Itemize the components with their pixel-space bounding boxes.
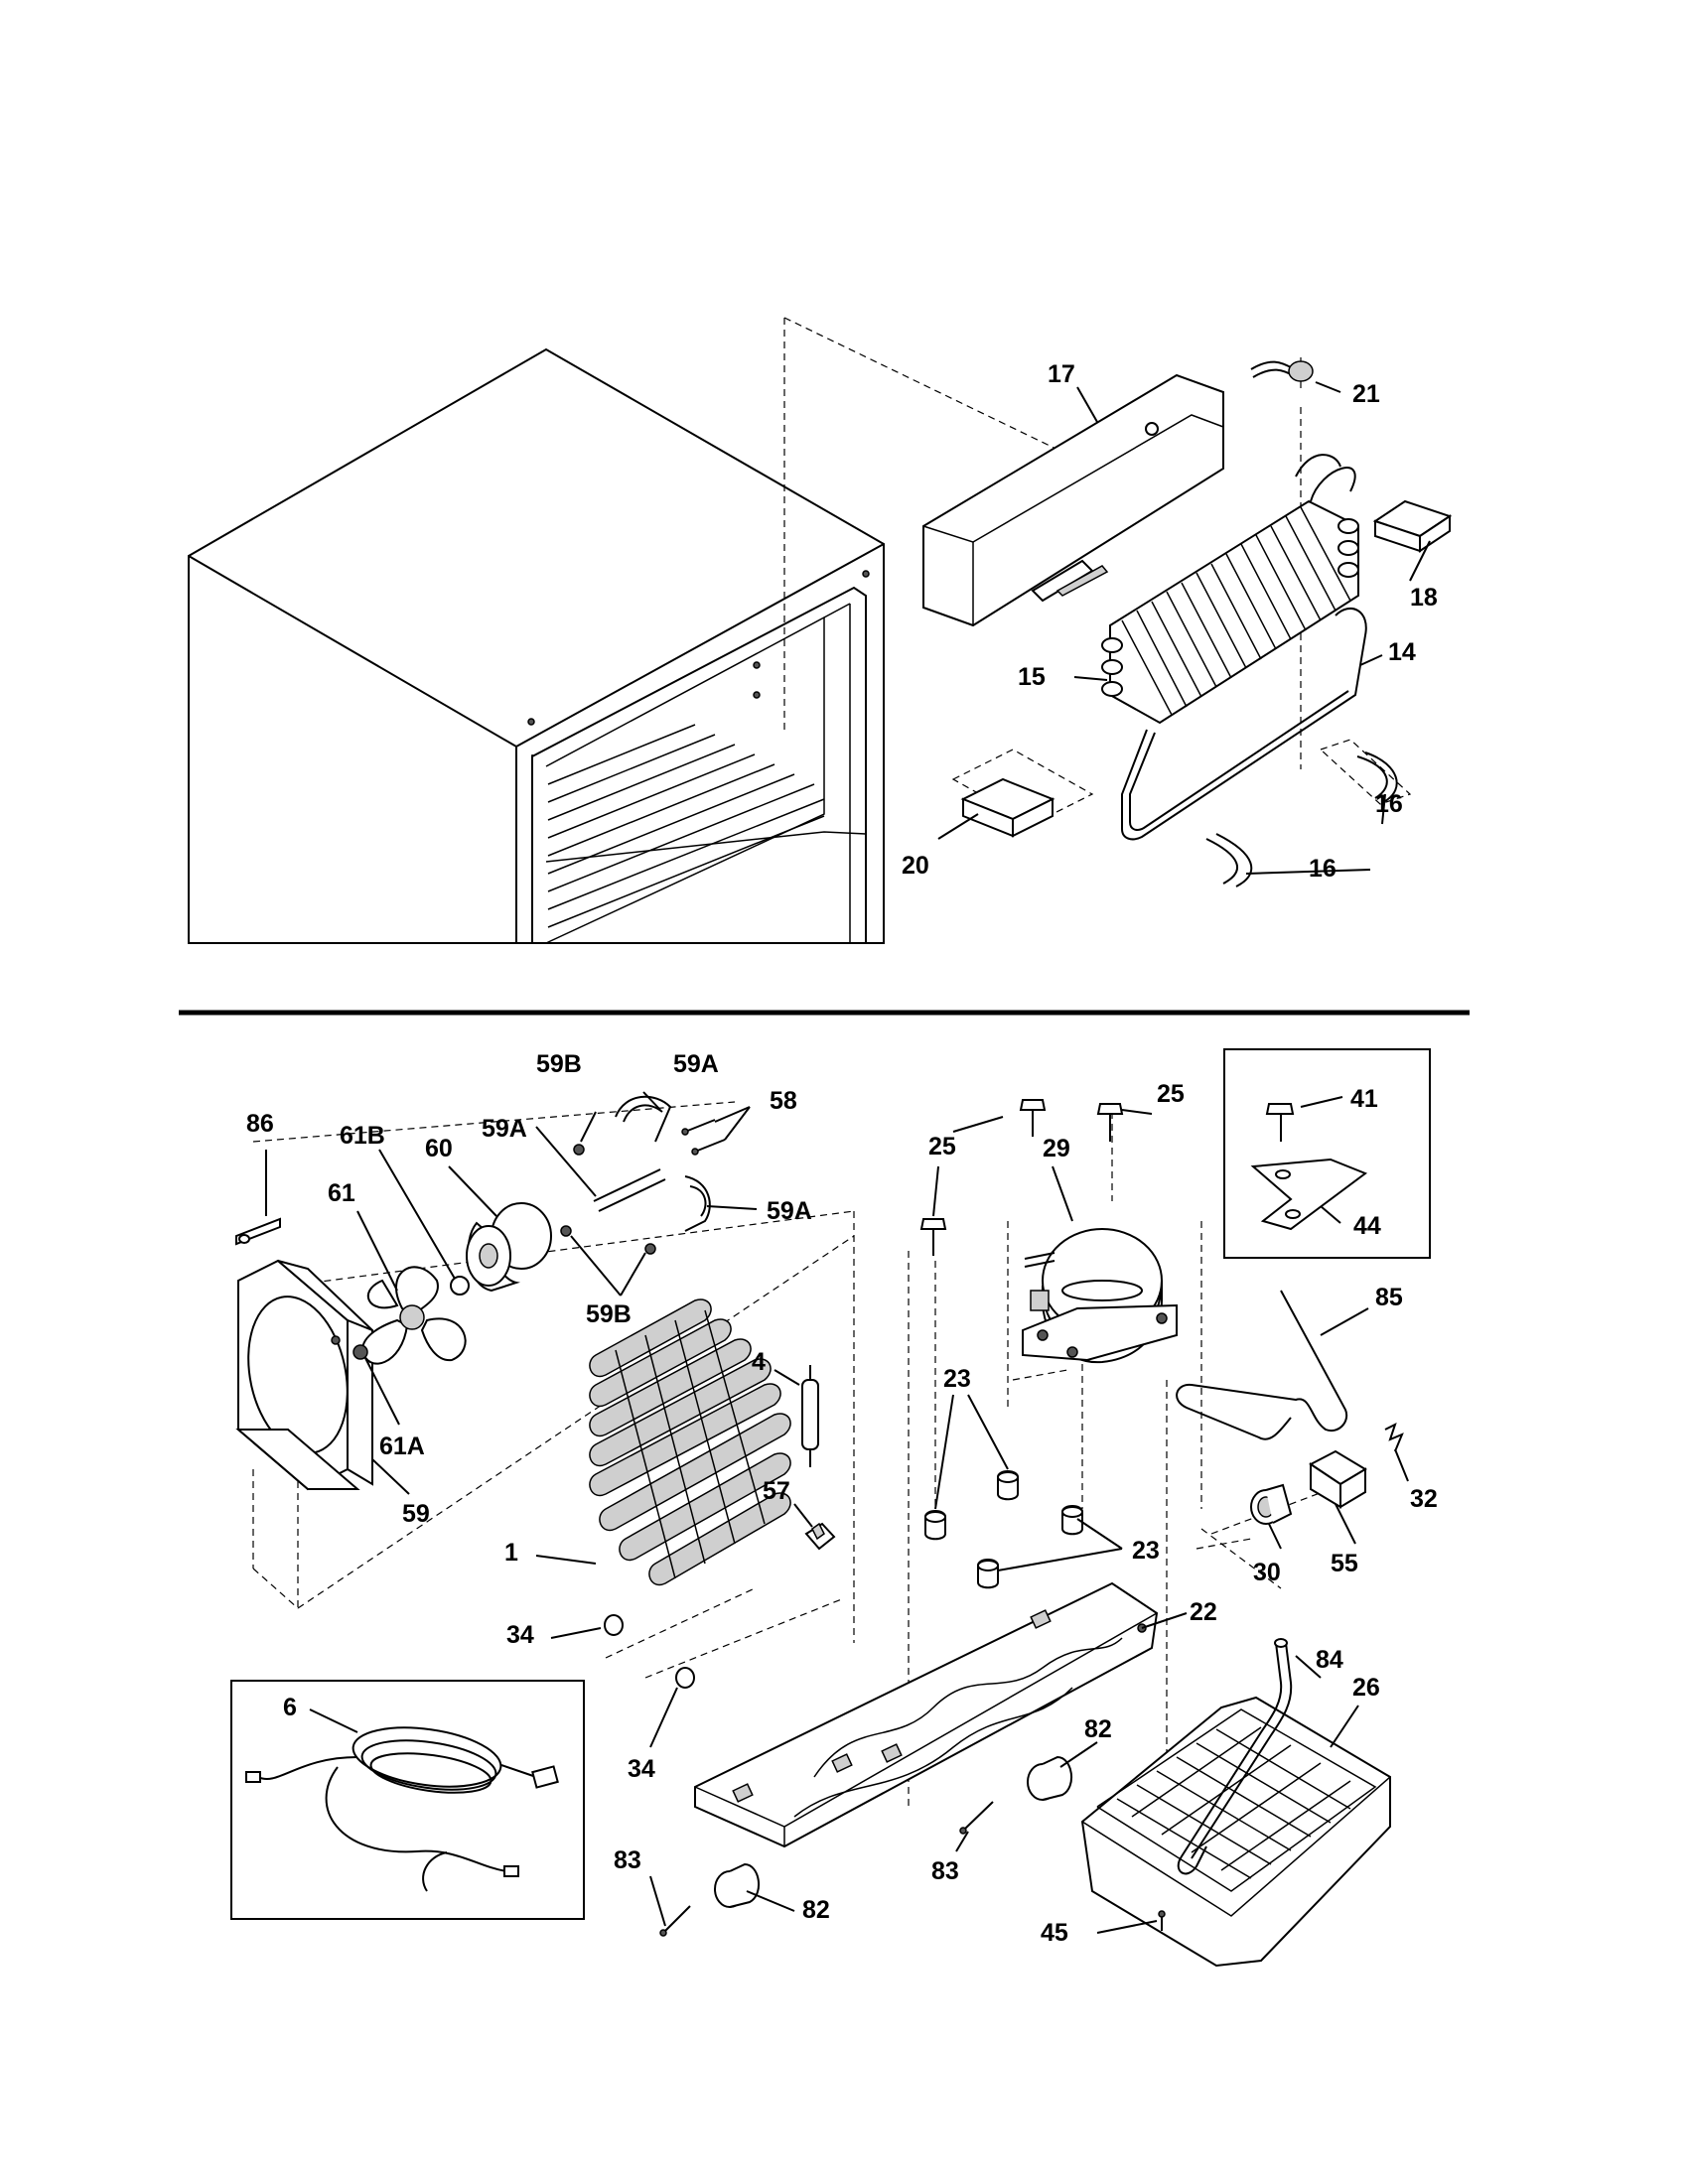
callout-14: 14 — [1388, 638, 1416, 666]
condenser-fan-shroud — [235, 1259, 373, 1491]
bracket-screws — [681, 1119, 726, 1156]
callout-59a-lower: 59A — [767, 1197, 812, 1225]
callout-26: 26 — [1352, 1674, 1380, 1702]
condenser-fan-blade — [360, 1266, 467, 1365]
compressor-grommets — [924, 1470, 1083, 1589]
compressor — [1022, 1228, 1178, 1364]
callout-59b-lower: 59B — [586, 1300, 632, 1328]
fan-washer — [450, 1276, 470, 1296]
callout-83-right: 83 — [931, 1857, 959, 1885]
drain-pan-grid — [1116, 1726, 1351, 1879]
callout-25-right: 25 — [1157, 1080, 1185, 1108]
defrost-thermostat — [1250, 360, 1314, 382]
relay-clip — [1384, 1423, 1404, 1452]
callout-59: 59 — [402, 1500, 430, 1528]
callout-16-lower: 16 — [1309, 855, 1336, 883]
inset-power-cord-box — [230, 1680, 585, 1920]
drain-tube — [1176, 1290, 1348, 1440]
start-relay — [1309, 1449, 1367, 1509]
callout-23-lower: 23 — [1132, 1537, 1160, 1565]
callout-82-right: 82 — [1084, 1715, 1112, 1743]
callout-34-left: 34 — [506, 1621, 534, 1649]
cabinet-shelf-ribs — [547, 724, 825, 928]
callout-61b: 61B — [340, 1122, 385, 1150]
fan-bracket-clip — [235, 1217, 281, 1246]
callout-6: 6 — [283, 1694, 297, 1721]
machine-compartment-base — [694, 1581, 1159, 1848]
callout-61a: 61A — [379, 1433, 425, 1460]
condenser-grommets — [604, 1614, 695, 1689]
bottom-alignment-lines — [252, 1101, 1332, 1906]
inset-bracket-box — [1223, 1048, 1431, 1259]
callout-55: 55 — [1331, 1550, 1358, 1577]
evaporator-coil — [1101, 454, 1359, 725]
callout-58: 58 — [770, 1087, 797, 1115]
callout-18: 18 — [1410, 584, 1438, 612]
feet-screws — [659, 1801, 994, 1937]
callout-23-upper: 23 — [943, 1365, 971, 1393]
callout-41: 41 — [1350, 1085, 1378, 1113]
defrost-heater — [1121, 607, 1367, 841]
tubing-clip — [804, 1522, 836, 1551]
callout-45: 45 — [1041, 1919, 1068, 1947]
motor-brackets — [593, 1095, 711, 1232]
callout-59a-middle: 59A — [482, 1115, 527, 1143]
callout-22: 22 — [1190, 1598, 1217, 1626]
overload-protector — [1250, 1483, 1293, 1525]
callout-57: 57 — [763, 1477, 790, 1505]
mounting-bolts — [919, 1099, 1124, 1256]
callout-34-right: 34 — [628, 1755, 655, 1783]
callout-85: 85 — [1375, 1284, 1403, 1311]
callout-60: 60 — [425, 1135, 453, 1162]
part-callouts: 17 21 18 15 14 20 16 16 59B 59A 58 86 61… — [246, 360, 1438, 1947]
callout-4: 4 — [752, 1348, 766, 1376]
callout-44: 44 — [1353, 1212, 1381, 1240]
evaporator-cover — [922, 373, 1224, 627]
callout-15: 15 — [1018, 663, 1046, 691]
drain-pan — [1080, 1696, 1391, 1968]
callout-21: 21 — [1352, 380, 1380, 408]
callout-17: 17 — [1048, 360, 1075, 388]
bracket-bolt — [1265, 1103, 1295, 1142]
callout-30: 30 — [1253, 1559, 1281, 1586]
callout-29: 29 — [1043, 1135, 1070, 1162]
evaporator-tube-bends — [1101, 518, 1359, 697]
callout-25-left: 25 — [928, 1133, 956, 1160]
callout-32: 32 — [1410, 1485, 1438, 1513]
bottom-leader-lines — [265, 1091, 1409, 1934]
drain-pan-tube — [1177, 1638, 1293, 1875]
condenser-fan-motor — [466, 1202, 552, 1293]
callout-59b-upper: 59B — [536, 1050, 582, 1078]
condenser-coil — [589, 1298, 791, 1586]
callout-16-upper: 16 — [1375, 790, 1403, 818]
drain-pad — [960, 777, 1055, 838]
top-leader-lines — [937, 381, 1431, 875]
callout-86: 86 — [246, 1110, 274, 1138]
callout-61: 61 — [328, 1179, 355, 1207]
callout-83-left: 83 — [614, 1846, 641, 1874]
motor-mount-screws — [560, 1144, 656, 1255]
refrigerator-cabinet — [188, 347, 885, 944]
callout-82-left: 82 — [802, 1896, 830, 1924]
callout-84: 84 — [1316, 1646, 1343, 1674]
heater-clips — [1205, 751, 1398, 887]
compressor-bracket — [1250, 1158, 1368, 1231]
callout-59a-upper: 59A — [673, 1050, 719, 1078]
fan-retainer — [352, 1344, 368, 1360]
power-cord-harness — [245, 1726, 559, 1892]
evaporator-pad — [1372, 499, 1453, 553]
filter-dryer — [801, 1365, 819, 1467]
rubber-feet — [714, 1755, 1072, 1908]
callout-20: 20 — [902, 852, 929, 880]
drain-pan-screw — [1158, 1910, 1166, 1931]
callout-1: 1 — [504, 1539, 518, 1567]
